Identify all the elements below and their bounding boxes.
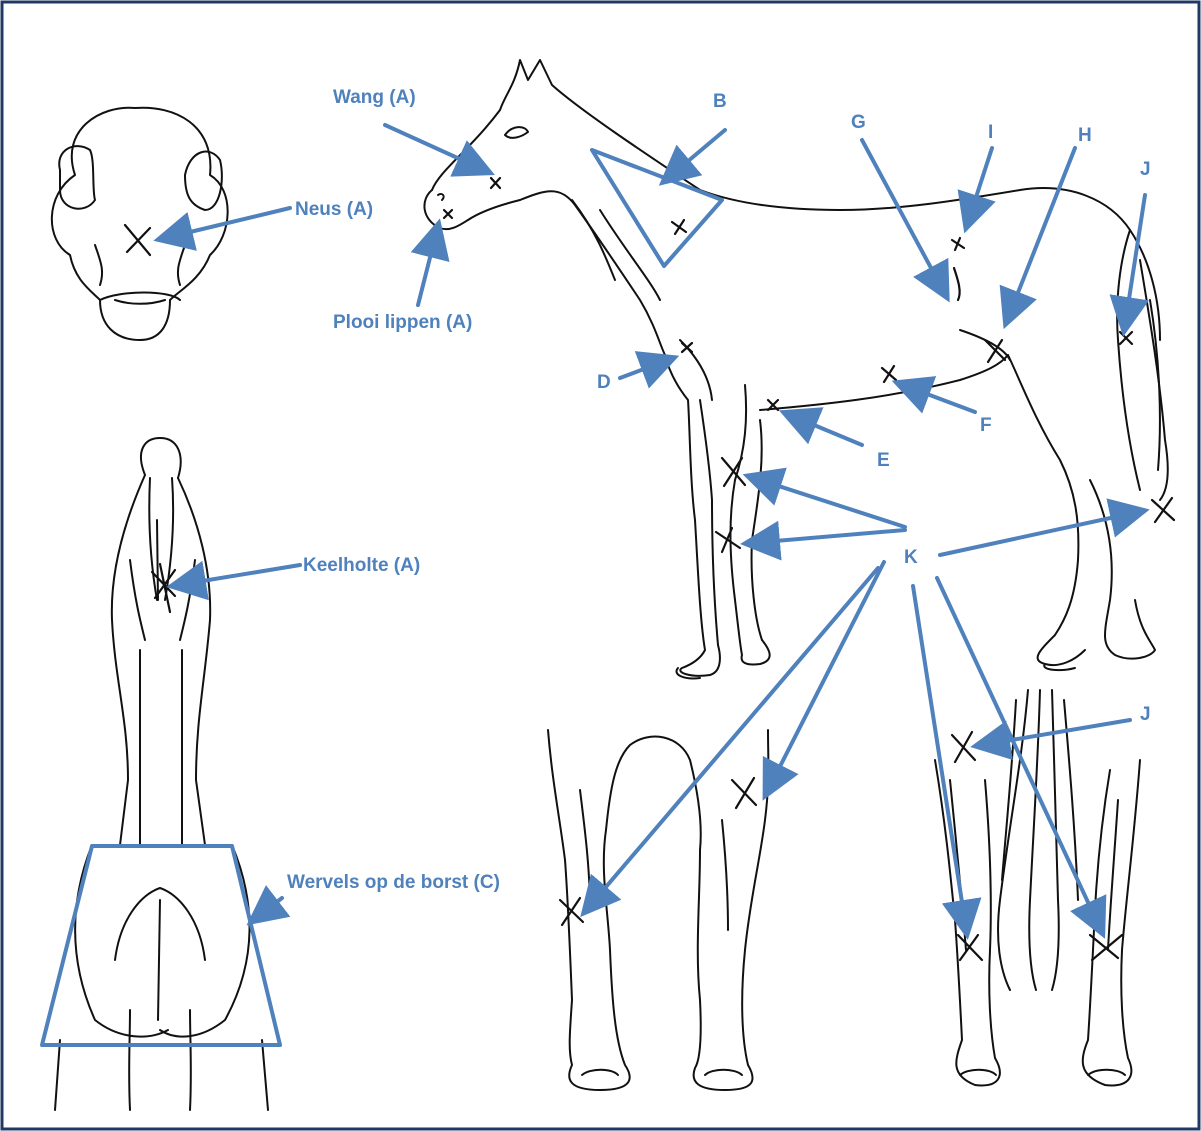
label-neus: Neus (A) [295,200,373,220]
arrow-i [968,148,992,222]
arrow-k-7 [937,578,1100,928]
label-j-bottom: J [1140,705,1151,725]
arrow-k-4 [588,568,878,908]
arrow-f [903,385,975,412]
arrow-keelholte [178,565,300,585]
neus-mark-icon [125,225,150,255]
label-plooi-lippen: Plooi lippen (A) [333,313,472,333]
b-region-outline [592,150,722,266]
arrow-k-2 [752,530,905,543]
arrow-wang [385,125,484,170]
label-wang: Wang (A) [333,88,416,108]
pointer-arrows [165,125,1145,928]
label-h: H [1078,126,1092,146]
neck-front-drawing [55,438,268,1110]
arrow-e [790,415,862,445]
label-k: K [904,548,918,568]
wervels-region-outline [42,846,280,1045]
arrow-plooi [418,230,437,305]
arrow-d [620,360,668,378]
muzzle-front-drawing [52,108,228,340]
arrow-b [668,130,725,178]
label-f: F [980,416,992,436]
label-j-top: J [1140,160,1151,180]
label-keelholte: Keelholte (A) [303,556,420,576]
arrow-k-1 [754,478,905,527]
arrow-h [1008,148,1075,318]
label-d: D [597,373,611,393]
horse-side-drawing [424,60,1167,678]
arrow-g [862,140,944,292]
label-i: I [988,123,993,143]
label-e: E [877,451,890,471]
label-b: B [713,92,727,112]
label-g: G [851,113,866,133]
label-wervels: Wervels op de borst (C) [287,873,500,893]
arrow-wervels [256,898,282,918]
arrow-j-top [1125,195,1145,325]
